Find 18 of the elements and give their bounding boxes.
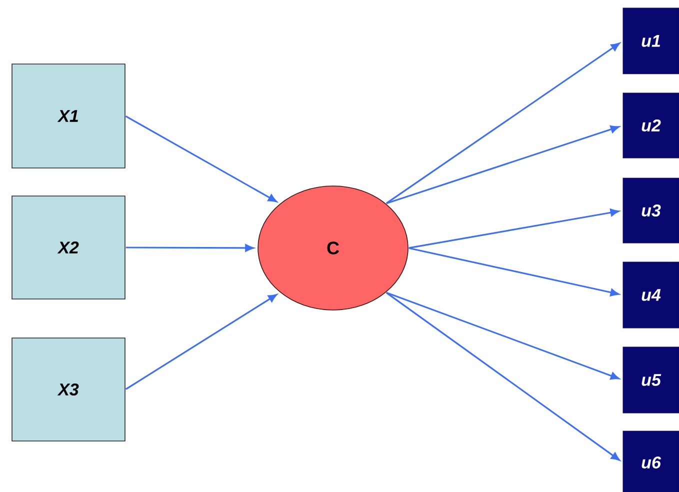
- arrow: [125, 294, 278, 390]
- arrow: [408, 247, 620, 296]
- arrow: [386, 125, 620, 204]
- arrow: [408, 208, 620, 249]
- output-box: u1: [622, 8, 679, 74]
- arrow: [386, 42, 620, 204]
- output-box: u2: [622, 92, 679, 158]
- input-box: X3: [12, 338, 126, 442]
- input-box: X2: [12, 196, 126, 300]
- arrow: [125, 116, 277, 202]
- output-box: u3: [622, 178, 679, 244]
- output-box: u5: [622, 346, 679, 414]
- output-box: u6: [622, 430, 679, 492]
- input-box: X1: [12, 64, 126, 168]
- output-box: u4: [622, 262, 679, 328]
- arrow: [386, 292, 620, 461]
- arrow: [386, 292, 620, 380]
- arrow: [126, 244, 254, 252]
